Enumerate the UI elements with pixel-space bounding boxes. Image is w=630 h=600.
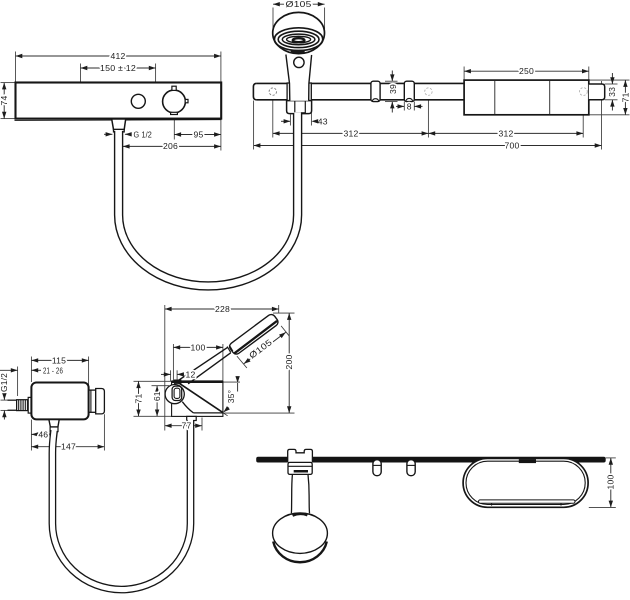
- svg-text:312: 312: [499, 128, 514, 138]
- svg-text:74: 74: [0, 96, 9, 106]
- svg-text:206: 206: [163, 141, 178, 151]
- svg-text:228: 228: [215, 304, 230, 314]
- svg-text:21 - 26: 21 - 26: [43, 365, 63, 375]
- svg-text:Ø105: Ø105: [286, 0, 312, 9]
- svg-text:46: 46: [38, 429, 48, 439]
- svg-text:100: 100: [606, 475, 616, 490]
- svg-text:39: 39: [388, 84, 398, 94]
- svg-text:412: 412: [111, 51, 126, 61]
- svg-text:33: 33: [607, 87, 617, 97]
- svg-text:12: 12: [186, 369, 196, 379]
- svg-text:147: 147: [61, 442, 76, 452]
- svg-text:77: 77: [182, 421, 192, 431]
- svg-text:250: 250: [519, 66, 534, 76]
- svg-text:43: 43: [318, 116, 328, 126]
- svg-text:200: 200: [284, 355, 294, 370]
- svg-text:95: 95: [194, 129, 204, 139]
- svg-text:G1/2: G1/2: [0, 373, 9, 392]
- svg-text:35°: 35°: [226, 390, 236, 404]
- svg-text:150 ± 12: 150 ± 12: [100, 63, 136, 73]
- svg-text:71: 71: [620, 92, 630, 102]
- svg-text:61: 61: [152, 391, 162, 401]
- svg-text:71: 71: [133, 394, 143, 404]
- svg-text:8: 8: [407, 101, 412, 111]
- svg-text:G 1/2: G 1/2: [134, 129, 153, 139]
- svg-text:312: 312: [344, 128, 359, 138]
- svg-text:115: 115: [52, 355, 66, 365]
- svg-text:700: 700: [505, 140, 520, 150]
- svg-text:100: 100: [191, 342, 206, 352]
